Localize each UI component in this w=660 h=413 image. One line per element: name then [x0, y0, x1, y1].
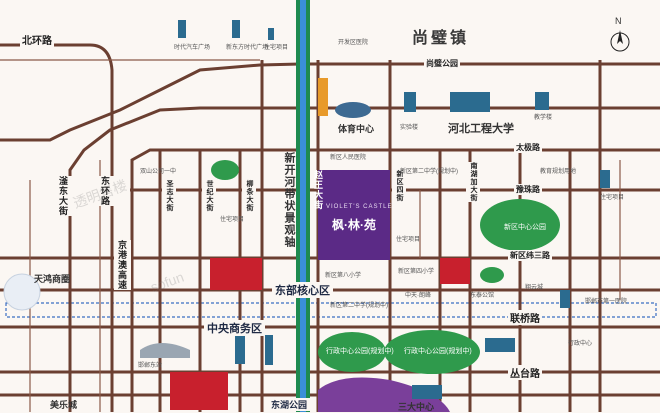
district-border	[5, 302, 657, 318]
label-river-axis: 新开河带状景观轴	[283, 152, 295, 248]
road-label-east-ring[interactable]: 东环路	[97, 176, 114, 206]
label-school2[interactable]: 新区第二中学(规划中)	[330, 303, 388, 309]
train-icon	[140, 343, 190, 358]
label-admin-park2[interactable]: 行政中心公园(规划中)	[404, 348, 472, 355]
building-icon	[412, 385, 442, 399]
label-residential-d[interactable]: 住宅项目	[220, 217, 245, 223]
zone-donghu: 东湖公园	[268, 398, 311, 411]
town-name: 尚璧镇	[412, 30, 470, 47]
road-label-shangbi[interactable]: 尚璧公园	[424, 58, 460, 69]
orange-strip	[318, 78, 328, 116]
label-mingfeng[interactable]: 邯郸市第一医院	[585, 299, 628, 305]
compass-letter: N	[615, 16, 622, 26]
road-label-jinggang[interactable]: 京港澳高速	[114, 240, 131, 290]
road-label-congtai[interactable]: 丛台路	[508, 365, 542, 380]
tianhong-circle	[3, 273, 41, 311]
label-residential-c[interactable]: 住宅项目	[396, 237, 421, 243]
red-block-1	[210, 258, 262, 290]
label-sports-center[interactable]: 体育中心	[338, 124, 375, 134]
label-mall[interactable]: 邯郸东站	[138, 363, 163, 369]
label-people-hospital[interactable]: 新区人民医院	[330, 155, 367, 161]
label-admin-park[interactable]: 行政中心公园(规划中)	[326, 348, 394, 355]
label-edu-project[interactable]: 教育规划用地	[540, 169, 577, 175]
label-experiment[interactable]: 实验楼	[400, 125, 419, 131]
project-block	[318, 170, 390, 260]
road-north-ring	[0, 43, 114, 412]
road-label-lianqiao[interactable]: 联桥路	[508, 310, 542, 325]
label-tianhong[interactable]: 天鸿商圈	[34, 274, 71, 284]
building-icon	[265, 335, 273, 365]
road-label-zhaowang[interactable]: 赵王大街	[313, 170, 323, 210]
label-teaching[interactable]: 教学楼	[534, 115, 553, 121]
admin-park-east	[384, 330, 480, 374]
road-label-north-ring[interactable]: 北环路	[20, 32, 54, 47]
building-icon	[535, 92, 549, 110]
road-upper	[68, 106, 660, 412]
small-park	[211, 160, 239, 180]
river-water	[300, 0, 306, 412]
label-school8[interactable]: 新区第八小学	[325, 273, 362, 279]
compass-rose	[610, 30, 630, 52]
road-label-nanhu[interactable]: 南湖加大街	[466, 162, 480, 202]
road-label-xinqu-si[interactable]: 新区四街	[392, 170, 406, 202]
road-label-xinqu-wei3[interactable]: 新区纬三路	[508, 250, 552, 261]
road-label-liutiao[interactable]: 柳条大街	[242, 180, 256, 212]
building-icon	[600, 170, 610, 188]
label-new-times[interactable]: 新东方时代广场	[226, 45, 269, 51]
label-times-auto[interactable]: 时代汽车广场	[174, 45, 211, 51]
project-en-name: VIOLET'S CASTLE	[326, 204, 393, 210]
building-icon	[268, 28, 274, 40]
label-xiangyun[interactable]: 翔云城	[525, 285, 544, 291]
road-taiji	[130, 148, 660, 412]
road-label-taiji[interactable]: 太极路	[514, 142, 542, 153]
admin-park-west	[318, 332, 386, 372]
label-sanda[interactable]: 三大中心	[398, 402, 435, 412]
building-icon	[560, 290, 570, 308]
small-park-2	[480, 267, 504, 283]
label-residential-b[interactable]: 住宅项目	[600, 195, 625, 201]
label-meile[interactable]: 美乐城	[50, 400, 78, 410]
project-cn-name[interactable]: 枫·林·苑	[332, 218, 376, 232]
label-kaifa-hospital[interactable]: 开发区医院	[338, 40, 369, 46]
building-icon	[404, 92, 416, 112]
building-icon	[232, 20, 240, 38]
building-icon	[178, 20, 186, 38]
building-icon	[485, 338, 515, 352]
label-school4[interactable]: 新区第四小学	[398, 269, 435, 275]
label-residential-a[interactable]: 住宅项目	[264, 45, 289, 51]
label-xinqu-park[interactable]: 新区中心公园	[504, 224, 546, 231]
label-dongtai[interactable]: 东泰公馆	[470, 293, 495, 299]
label-admin[interactable]: 行政中心	[568, 341, 593, 347]
road-label-shengzhi[interactable]: 圣志大街	[162, 180, 176, 212]
donghu-lake	[318, 377, 450, 412]
label-hebei-univ[interactable]: 河北工程大学	[448, 123, 514, 135]
xinqu-park	[480, 199, 560, 251]
red-block-2	[440, 258, 470, 284]
road-label-fudong[interactable]: 滏东大街	[55, 176, 72, 216]
stadium-icon	[335, 102, 371, 118]
label-second-school[interactable]: 新区第二中学(规划中)	[400, 169, 458, 175]
zone-dongbu: 东部核心区	[272, 282, 333, 298]
label-luyi-middle[interactable]: 双山公司一中	[140, 169, 177, 175]
road-shangbi-park	[0, 62, 660, 142]
road-label-shijie[interactable]: 世纪大街	[202, 180, 216, 212]
building-icon	[235, 330, 245, 364]
university-building-icon	[450, 92, 490, 112]
red-block-3	[170, 372, 228, 410]
zone-zhongyang: 中央商务区	[204, 320, 265, 336]
label-zhongtian[interactable]: 中天·朗峰	[405, 293, 431, 299]
road-label-yuzhu[interactable]: 豫珠路	[514, 184, 542, 195]
